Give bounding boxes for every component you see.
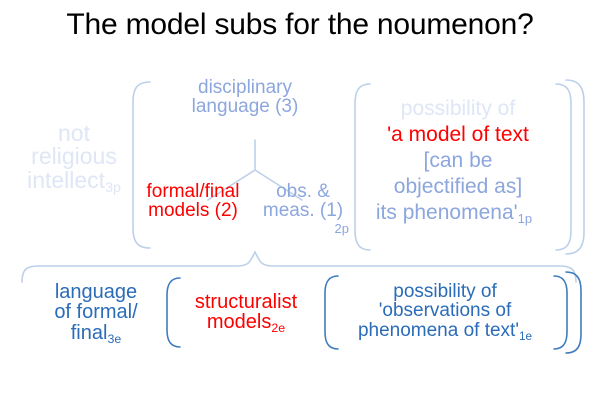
structuralist-line1: structuralist xyxy=(194,291,298,313)
bracket-bottom-outer-close xyxy=(565,271,582,354)
bracket-model-close xyxy=(555,83,572,251)
node-language-of-formal-final: language of formal/ final3e xyxy=(34,281,158,346)
model-of-text-subscript: 1p xyxy=(517,211,533,227)
language-formal-line3: final xyxy=(70,321,108,344)
node-its-phenomena: its phenomena'1p xyxy=(352,201,556,227)
disciplinary-language-line1: disciplinary xyxy=(198,77,292,98)
node-possibility-observations: possibility of 'observations of phenomen… xyxy=(330,281,560,343)
possibility-obs-line2: 'observations of xyxy=(378,300,512,322)
node-disciplinary-language: disciplinary language (3) xyxy=(160,78,330,117)
node-obs-meas: obs. & meas. (1) xyxy=(257,182,349,221)
model-of-text-line2: 'a model of text xyxy=(387,123,529,146)
language-formal-line1: language xyxy=(54,281,138,303)
structuralist-line2: models xyxy=(206,311,272,334)
model-of-text-line1: possibility of xyxy=(400,97,516,120)
bracket-top-outer-close xyxy=(565,79,585,255)
page-title: The model subs for the noumenon? xyxy=(66,8,534,41)
language-formal-line2: of formal/ xyxy=(54,301,138,324)
curly-brace-connector xyxy=(21,250,577,283)
not-religious-subscript: 3p xyxy=(105,180,121,197)
node-not-religious-intellect: not religious intellect3p xyxy=(18,120,130,195)
obs-meas-line2: meas. (1) xyxy=(262,200,344,222)
obs-meas-line1: obs. & xyxy=(276,181,330,202)
possibility-obs-line1: possibility of xyxy=(393,281,497,302)
bracket-top-group-open xyxy=(132,81,151,249)
node-formal-final-models: formal/final models (2) xyxy=(133,182,253,221)
not-religious-line3: intellect xyxy=(27,166,106,193)
possibility-obs-subscript: 1e xyxy=(518,329,533,343)
disciplinary-language-line2: language (3) xyxy=(191,96,299,118)
not-religious-line2: religious xyxy=(31,143,117,170)
possibility-obs-line3: phenomena of text' xyxy=(357,319,519,341)
obs-meas-subscript: 2p xyxy=(334,221,349,236)
model-of-text-line5: its phenomena' xyxy=(375,201,518,224)
language-formal-subscript: 3e xyxy=(107,331,122,346)
formal-final-line2: models (2) xyxy=(148,200,238,222)
formal-final-line1: formal/final xyxy=(146,181,240,202)
node-structuralist-models: structuralist models2e xyxy=(176,291,316,336)
structuralist-subscript: 2e xyxy=(271,321,286,336)
not-religious-line1: not xyxy=(58,120,90,146)
model-of-text-line3: [can be xyxy=(423,149,493,172)
model-of-text-line4: objectified as] xyxy=(393,175,523,198)
